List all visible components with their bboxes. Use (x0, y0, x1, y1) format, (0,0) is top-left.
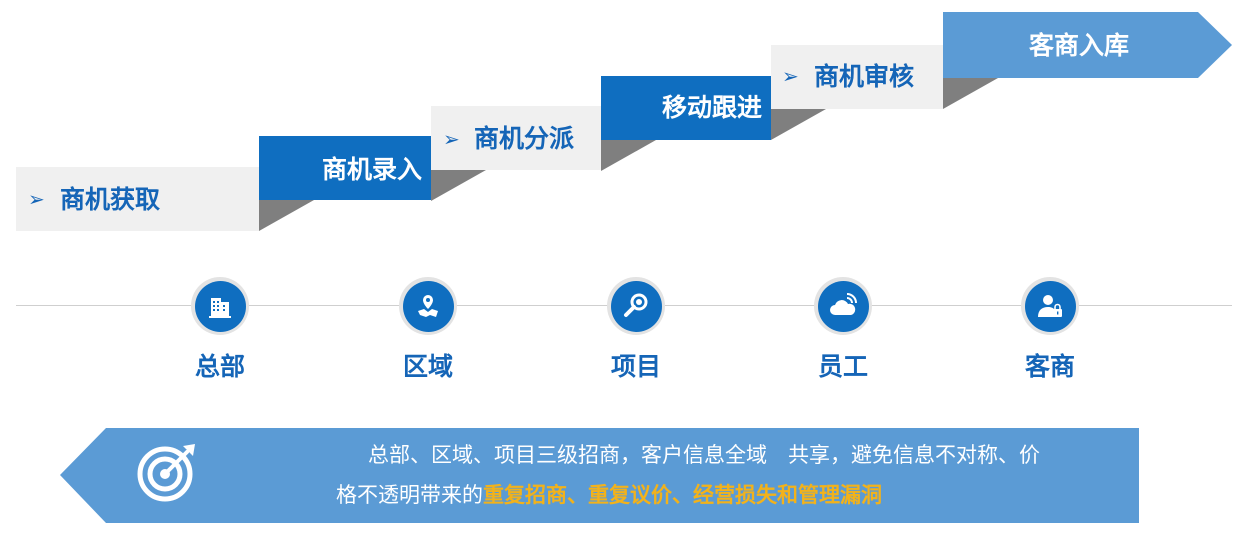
step-3-fold (431, 170, 486, 201)
step-3-arrow-icon: ➢ (443, 127, 460, 151)
step-2-label: 商机录入 (322, 155, 423, 184)
level-node-5 (1021, 277, 1079, 335)
level-node-2 (399, 277, 457, 335)
level-node-4 (814, 277, 872, 335)
step-6-arrow-box (943, 12, 1232, 78)
map-pin-icon (418, 295, 438, 317)
step-6-fold (943, 78, 998, 109)
summary-line-1: 总部、区域、项目三级招商，客户信息全域 共享，避免信息不对称、价 (368, 443, 1040, 467)
summary-line-2-prefix: 格不透明带来的 (336, 483, 483, 507)
step-1-arrow-icon: ➢ (28, 187, 45, 211)
step-2-fold (259, 200, 314, 231)
level-label-2: 区域 (402, 352, 453, 381)
step-5-box (771, 45, 943, 109)
magnifier-icon (624, 293, 648, 317)
level-label-4: 员工 (817, 352, 868, 381)
step-4-box (601, 76, 771, 140)
cloud-signal-icon (830, 293, 857, 315)
step-1-box (16, 167, 259, 231)
step-4-label: 移动跟进 (662, 93, 763, 122)
step-3-label: 商机分派 (474, 124, 575, 153)
level-label-5: 客商 (1024, 352, 1075, 381)
building-icon (209, 298, 231, 318)
summary-line-2-highlight: 重复招商、重复议价、经营损失和管理漏洞 (483, 483, 882, 507)
step-5-fold (771, 109, 826, 140)
summary-banner-shape (60, 428, 1139, 523)
summary-line-2: 格不透明带来的重复招商、重复议价、经营损失和管理漏洞 (336, 475, 882, 515)
step-5-arrow-icon: ➢ (782, 64, 799, 88)
step-5-label: 商机审核 (814, 62, 915, 91)
step-4-fold (601, 140, 656, 171)
step-6-label: 客商入库 (1029, 31, 1130, 60)
user-lock-icon (1038, 295, 1062, 317)
target-icon (137, 444, 195, 502)
level-node-3 (607, 277, 665, 335)
level-label-3: 项目 (610, 352, 661, 381)
step-3-box (431, 106, 601, 170)
step-2-box (259, 136, 431, 200)
level-node-1 (191, 277, 249, 335)
level-label-1: 总部 (194, 352, 245, 381)
step-1-label: 商机获取 (60, 185, 161, 214)
